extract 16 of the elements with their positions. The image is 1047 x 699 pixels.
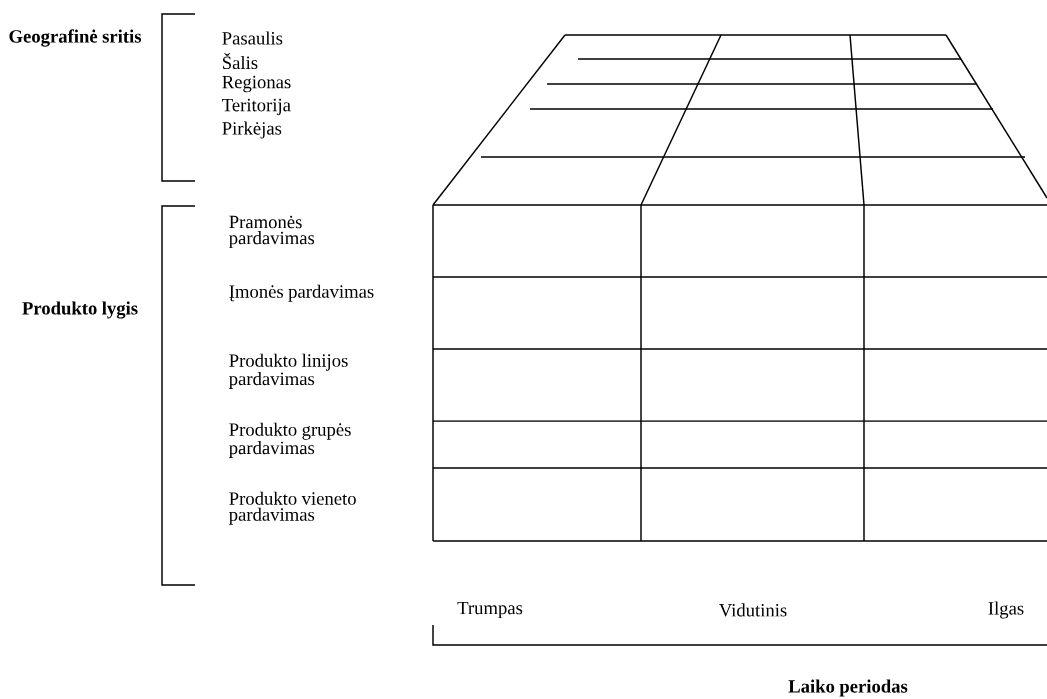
list-item: Regionas: [222, 75, 291, 93]
list-item: Produkto grupės pardavimas: [229, 422, 351, 458]
list-item: Pirkėjas: [222, 121, 282, 139]
axis-label: Trumpas: [457, 601, 523, 619]
axis-label: Ilgas: [988, 601, 1024, 619]
heading: Laiko periodas: [788, 679, 908, 697]
list-item: Pramonės pardavimas: [229, 215, 315, 249]
axis-label: Vidutinis: [719, 603, 787, 617]
list-item: Produkto linijos pardavimas: [229, 353, 348, 389]
list-item: Produkto vieneto pardavimas: [229, 491, 356, 525]
list-item: Įmonės pardavimas: [229, 284, 374, 302]
list-item: Teritorija: [222, 98, 291, 116]
list-item: Pasaulis: [222, 31, 283, 45]
list-item: Šalis: [223, 52, 258, 70]
heading: Geografinė sritis: [9, 29, 142, 47]
heading: Produkto lygis: [22, 301, 138, 319]
